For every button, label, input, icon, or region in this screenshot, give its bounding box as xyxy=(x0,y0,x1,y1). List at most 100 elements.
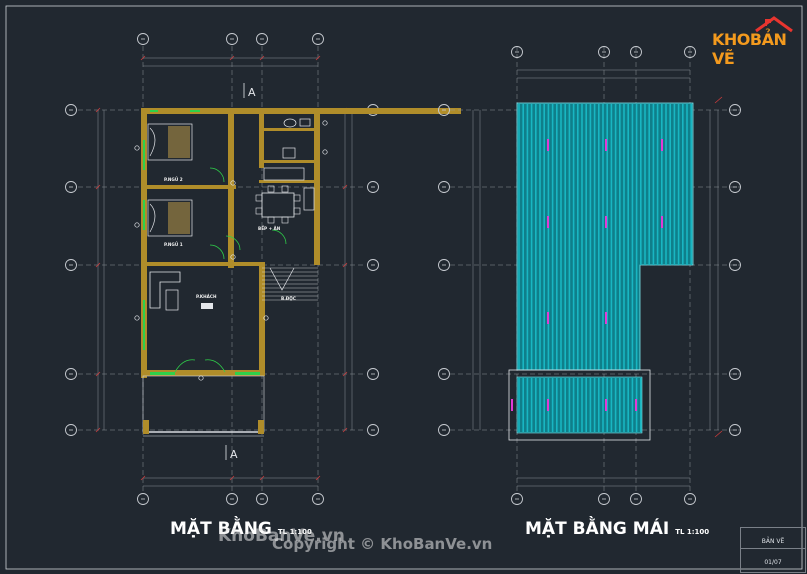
roof-level-mark xyxy=(714,96,723,104)
section-mark: A xyxy=(230,448,238,461)
roof-row-bubble-right xyxy=(729,368,741,380)
roof-col-bubble-top xyxy=(598,46,610,58)
dining-chair xyxy=(293,194,301,202)
plan-col-bubble-top xyxy=(256,33,268,45)
roof-drain-arrow xyxy=(547,312,549,324)
toilet xyxy=(283,118,297,128)
room-label-kitchen: BẾP + ĂN xyxy=(258,225,281,231)
roof-level-mark xyxy=(714,430,723,438)
plan-wall xyxy=(141,185,236,189)
section-mark: A xyxy=(248,86,256,99)
light-fixture xyxy=(230,254,236,260)
roof-drain-arrow xyxy=(661,139,663,151)
roof-drain-arrow xyxy=(635,399,637,411)
plan-wall xyxy=(259,262,265,376)
plan-window xyxy=(150,372,175,375)
room-label-stair: B.ĐỘC xyxy=(281,296,296,301)
dim-tick xyxy=(342,427,348,433)
dining-chair xyxy=(281,216,289,224)
dim-tick xyxy=(315,55,321,61)
roof-drain-arrow xyxy=(661,216,663,228)
roof-col-bubble-top xyxy=(684,46,696,58)
plan-row-bubble-right xyxy=(367,424,379,436)
roof-row-bubble-left xyxy=(438,424,450,436)
plan-row-bubble-left xyxy=(65,424,77,436)
sheet-label: BẢN VẼ xyxy=(761,538,785,545)
bed-sheet xyxy=(149,203,156,233)
dim-tick xyxy=(229,475,235,481)
plan-col-bubble-bottom xyxy=(312,493,324,505)
watermark-brand: KhoBanVe.vn xyxy=(218,526,345,546)
roof-col-bubble-bottom xyxy=(511,493,523,505)
roof-row-bubble-right xyxy=(729,424,741,436)
light-fixture xyxy=(134,145,140,151)
plan-wall xyxy=(314,108,320,233)
dining-chair xyxy=(255,194,263,202)
dining-chair xyxy=(255,207,263,215)
porch-roof xyxy=(516,376,643,434)
dim-tick xyxy=(95,371,101,377)
dim-tick xyxy=(95,427,101,433)
porch-outline xyxy=(142,375,265,433)
plan-wall xyxy=(141,262,265,266)
logo-kho: KHO xyxy=(712,30,750,49)
roof-col-bubble-bottom xyxy=(598,493,610,505)
plan-wall xyxy=(259,180,319,183)
plan-window xyxy=(235,372,260,375)
fridge xyxy=(303,187,315,211)
logo-banve: BẢN VẼ xyxy=(712,30,787,68)
roof-drain-arrow xyxy=(511,399,513,411)
dim-tick xyxy=(342,262,348,268)
room-label-bedroom1: P.NGỦ 1 xyxy=(164,242,183,247)
sheet-border xyxy=(5,5,803,570)
floor-plan-scale: TL 1:100 xyxy=(277,528,312,536)
dim-tick xyxy=(140,475,146,481)
room-label-bedroom2: P.NGỦ 2 xyxy=(164,177,183,182)
sofa xyxy=(149,271,181,309)
plan-window xyxy=(143,200,145,230)
porch-roof-frame xyxy=(508,369,651,441)
plan-col-bubble-bottom xyxy=(226,493,238,505)
roof-row-bubble-left xyxy=(438,104,450,116)
watermark-copyright: Copyright © KhoBanVe.vn xyxy=(272,535,493,553)
roof-logo-icon xyxy=(755,16,793,33)
plan-col-bubble-bottom xyxy=(256,493,268,505)
khobanve-logo: KHOBẢN VẼ xyxy=(706,14,798,68)
light-fixture xyxy=(322,120,328,126)
plan-wall xyxy=(141,370,265,376)
plan-wall xyxy=(314,233,320,265)
porch-column xyxy=(258,420,264,434)
light-fixture xyxy=(134,315,140,321)
bed xyxy=(147,199,193,237)
floor-plan: A A P.NGỦ 2 P.NGỦ 1 BẾP + ĂN P.KHÁCH B.ĐỘC xyxy=(65,33,461,505)
stair-arrow xyxy=(269,267,295,291)
plan-row-bubble-right xyxy=(367,368,379,380)
roof-plan-title-text: MẶT BẰNG MÁI xyxy=(525,519,670,539)
dim-tick xyxy=(95,184,101,190)
dim-tick xyxy=(315,475,321,481)
light-fixture xyxy=(230,180,236,186)
kitchen-counter xyxy=(263,167,305,181)
light-fixture xyxy=(263,315,269,321)
dim-tick xyxy=(229,55,235,61)
bed-blanket xyxy=(168,126,190,158)
plan-col-bubble-bottom xyxy=(137,493,149,505)
basin xyxy=(282,147,296,159)
sheet-number: 01/07 xyxy=(764,559,782,566)
roof-drain-arrow xyxy=(547,399,549,411)
roof-drain-arrow xyxy=(605,312,607,324)
coffee-table xyxy=(165,289,179,311)
roof-col-bubble-bottom xyxy=(630,493,642,505)
plan-window xyxy=(190,110,200,112)
roof-row-bubble-right xyxy=(729,259,741,271)
sink xyxy=(299,118,311,127)
dining-chair xyxy=(267,185,275,193)
roof-drain-arrow xyxy=(605,139,607,151)
tv-unit xyxy=(201,303,213,309)
room-label-living: P.KHÁCH xyxy=(196,294,217,299)
plan-wall xyxy=(141,108,461,114)
